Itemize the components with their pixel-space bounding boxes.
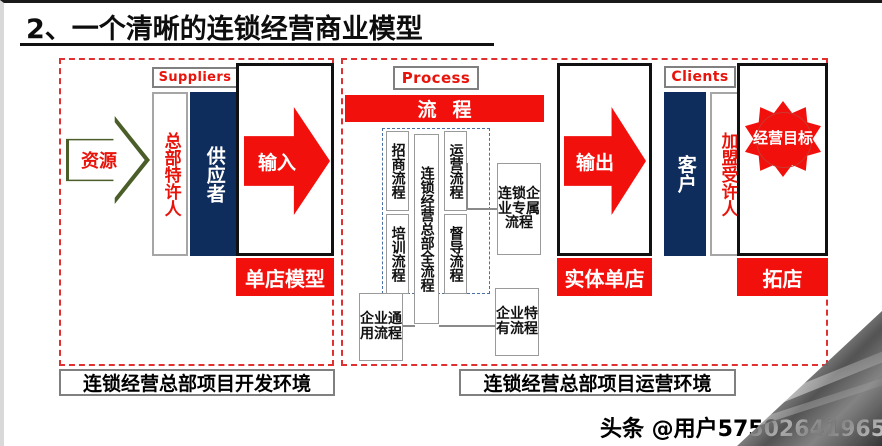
process-box-specific: 企业特有流程 — [495, 288, 539, 356]
store-expansion-block: 拓店 — [737, 258, 828, 296]
connector-to-specific — [439, 325, 495, 327]
process-box-exclusive: 连锁企业专属流程 — [497, 163, 541, 255]
process-box-yunying: 运营流程 — [444, 131, 467, 211]
tag-process: Process — [393, 66, 479, 90]
tag-suppliers: Suppliers — [152, 67, 238, 88]
physical-store-block: 实体单店 — [557, 258, 652, 296]
tag-clients: Clients — [664, 66, 736, 88]
goal-star-label: 经营目标 — [752, 129, 813, 148]
connector-vertical-right — [466, 163, 468, 209]
page-title: 2、一个清晰的连锁经营商业模型 — [26, 14, 423, 45]
title-underline — [20, 43, 494, 46]
goal-star-ring — [756, 112, 812, 168]
process-box-zhaoshang: 招商流程 — [386, 131, 409, 211]
goal-star-icon: 经营目标 — [745, 101, 821, 177]
watermark-text: 头条 @用户57502641965 — [600, 417, 882, 442]
operations-environment-caption: 连锁经营总部项目运营环境 — [459, 369, 736, 396]
development-environment-caption: 连锁经营总部项目开发环境 — [59, 369, 335, 396]
process-box-dudao: 督导流程 — [444, 214, 467, 294]
resource-arrow: 资源 — [66, 116, 150, 204]
supplier-box: 供应者 — [190, 92, 238, 256]
resource-arrow-label: 资源 — [81, 151, 117, 172]
process-box-peixun: 培训流程 — [386, 214, 409, 294]
input-arrow-label: 输入 — [257, 151, 296, 174]
process-banner: 流程 — [345, 95, 544, 122]
headquarters-box: 总部特许人 — [152, 92, 188, 256]
process-box-core-full: 连锁经营总部全流程 — [414, 134, 439, 324]
output-arrow-label: 输出 — [575, 151, 614, 174]
connector-to-general — [403, 325, 415, 327]
single-store-model-block: 单店模型 — [236, 258, 334, 296]
process-box-general: 企业通用流程 — [359, 293, 403, 361]
connector-to-exclusive — [467, 208, 497, 210]
client-box: 客户 — [664, 92, 706, 256]
